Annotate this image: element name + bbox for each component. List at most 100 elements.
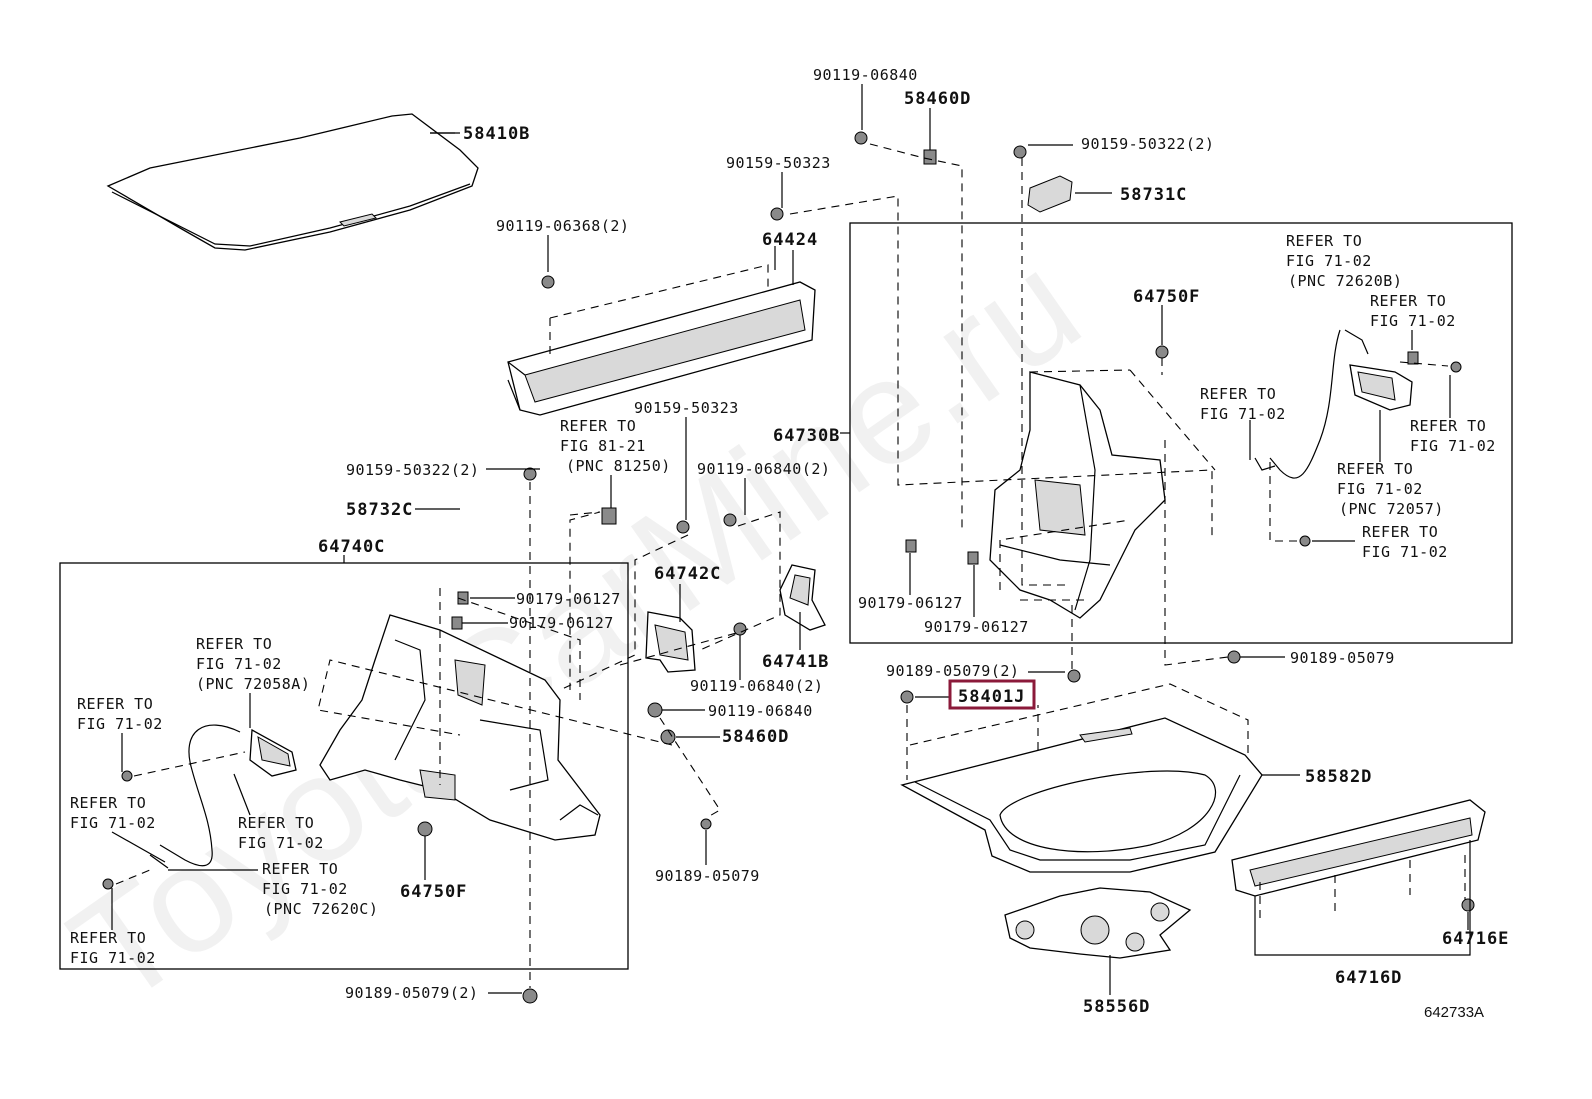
rear-panel-trim-64424	[507, 246, 816, 416]
leader-lines	[111, 84, 1471, 995]
svg-text:REFER TO: REFER TO	[77, 695, 153, 713]
screw-90119-06840-low	[733, 622, 747, 636]
screw-90119-06840-mid	[723, 513, 737, 527]
label-64716E: 64716E	[1442, 929, 1509, 949]
svg-text:REFER TO: REFER TO	[70, 929, 146, 947]
svg-text:REFER TO: REFER TO	[1200, 385, 1276, 403]
note-left-b: REFER TO FIG 71-02	[70, 794, 156, 832]
label-90189-05079-2-right: 90189-05079(2)	[886, 662, 1019, 680]
label-58731C: 58731C	[1120, 185, 1187, 205]
label-90119-06840-low: 90119-06840	[708, 702, 813, 720]
tonneau-cover-58410B	[106, 113, 479, 251]
svg-text:REFER TO: REFER TO	[1362, 523, 1438, 541]
note-right-72620B: REFER TO FIG 71-02 (PNC 72620B)	[1286, 232, 1402, 290]
svg-text:(PNC 72620B): (PNC 72620B)	[1288, 272, 1402, 290]
clip-90189-05079-2-right	[1067, 669, 1081, 683]
clip-90179-06127-b	[451, 616, 463, 630]
note-left-72058A: REFER TO FIG 71-02 (PNC 72058A)	[196, 635, 310, 693]
label-90159-50323-top: 90159-50323	[726, 154, 831, 172]
svg-text:REFER TO: REFER TO	[1337, 460, 1413, 478]
label-58556D: 58556D	[1083, 997, 1150, 1017]
svg-text:(PNC 72057): (PNC 72057)	[1339, 500, 1444, 518]
svg-text:REFER TO: REFER TO	[238, 814, 314, 832]
figure-code: 642733A	[1424, 1004, 1484, 1021]
cap-58731C	[1027, 175, 1073, 213]
refer-notes: REFER TO FIG 81-21 (PNC 81250) REFER TO …	[70, 232, 1496, 967]
svg-text:FIG 81-21: FIG 81-21	[560, 437, 646, 455]
label-90179-06127-b: 90179-06127	[509, 614, 614, 632]
svg-text:FIG 71-02: FIG 71-02	[196, 655, 282, 673]
clip-90189-05079-bottom	[522, 988, 538, 1004]
svg-text:FIG 71-02: FIG 71-02	[1370, 312, 1456, 330]
svg-text:(PNC 81250): (PNC 81250)	[566, 457, 671, 475]
svg-text:FIG 71-02: FIG 71-02	[70, 949, 156, 967]
label-90119-06368-2: 90119-06368(2)	[496, 217, 629, 235]
left-lamp-cable-assembly	[149, 724, 297, 869]
label-64750F-low: 64750F	[400, 882, 467, 902]
clip-64750F-top	[1155, 345, 1169, 359]
label-58460D-low: 58460D	[722, 727, 789, 747]
label-90189-05079-low: 90189-05079	[655, 867, 760, 885]
label-58460D-top: 58460D	[904, 89, 971, 109]
svg-text:FIG 71-02: FIG 71-02	[1337, 480, 1423, 498]
highlight-box-58401J	[948, 679, 1036, 710]
label-58582D: 58582D	[1305, 767, 1372, 787]
clip-90179-06127-c	[905, 539, 917, 553]
svg-text:REFER TO: REFER TO	[1286, 232, 1362, 250]
nut-58460D-top	[923, 149, 937, 165]
lamp-cable-assembly	[1254, 329, 1419, 479]
svg-text:REFER TO: REFER TO	[560, 417, 636, 435]
label-90119-06840-top: 90119-06840	[813, 66, 918, 84]
part-labels: 58410B 90119-06368(2) 90159-50323 64424 …	[318, 66, 1509, 1021]
label-64741B: 64741B	[762, 652, 829, 672]
svg-text:(PNC 72058A): (PNC 72058A)	[196, 675, 310, 693]
label-64742C: 64742C	[654, 564, 721, 584]
bracket-64742C	[645, 611, 696, 673]
screw-left-a	[121, 770, 133, 782]
clip-90189-05079-low	[700, 818, 712, 830]
svg-text:REFER TO: REFER TO	[1370, 292, 1446, 310]
label-90189-05079-right: 90189-05079	[1290, 649, 1395, 667]
clip-90189-05079-right	[1227, 650, 1241, 664]
note-left-c: REFER TO FIG 71-02	[238, 814, 323, 852]
label-64716D: 64716D	[1335, 968, 1402, 988]
screw-90119-06840-top	[854, 131, 868, 145]
label-90159-50323-mid: 90159-50323	[634, 399, 739, 417]
note-left-a: REFER TO FIG 71-02	[77, 695, 162, 733]
note-right-c: REFER TO FIG 71-02	[1410, 417, 1496, 455]
label-90159-50322-2-top: 90159-50322(2)	[1081, 135, 1214, 153]
svg-text:FIG 71-02: FIG 71-02	[262, 880, 348, 898]
svg-text:FIG 71-02: FIG 71-02	[1200, 405, 1286, 423]
note-left-72620C: REFER TO FIG 71-02 (PNC 72620C)	[262, 860, 378, 918]
svg-text:FIG 71-02: FIG 71-02	[70, 814, 156, 832]
note-right-b: REFER TO FIG 71-02	[1200, 385, 1286, 423]
note-right-72057: REFER TO FIG 71-02 (PNC 72057)	[1337, 460, 1444, 518]
clip-64716E	[1461, 898, 1475, 912]
svg-text:FIG 71-02: FIG 71-02	[1362, 543, 1448, 561]
label-58732C: 58732C	[346, 500, 413, 520]
clip-58401J	[900, 690, 914, 704]
screw-right-a	[1450, 361, 1462, 373]
label-90119-06840-2-mid: 90119-06840(2)	[697, 460, 830, 478]
trunk-floor-58582D	[900, 717, 1263, 873]
clip-90179-06127-d	[967, 551, 979, 565]
spare-tire-spacer-58556D	[1004, 887, 1192, 959]
bracket-64741B	[779, 564, 826, 631]
label-64740C: 64740C	[318, 537, 385, 557]
note-right-a: REFER TO FIG 71-02	[1370, 292, 1456, 330]
note-right-d: REFER TO FIG 71-02	[1362, 523, 1448, 561]
sill-trim-64716D	[1231, 799, 1486, 897]
label-90179-06127-a: 90179-06127	[516, 590, 621, 608]
label-64750F-top: 64750F	[1133, 287, 1200, 307]
svg-text:FIG 71-02: FIG 71-02	[1410, 437, 1496, 455]
label-64730B: 64730B	[773, 426, 840, 446]
right-side-trim-64730B	[989, 371, 1166, 619]
label-90189-05079-2-bottom: 90189-05079(2)	[345, 984, 478, 1002]
svg-text:(PNC 72620C): (PNC 72620C)	[264, 900, 378, 918]
label-90119-06840-2-low: 90119-06840(2)	[690, 677, 823, 695]
svg-text:REFER TO: REFER TO	[196, 635, 272, 653]
label-90159-50322-2-mid: 90159-50322(2)	[346, 461, 479, 479]
clip-64750F-low	[417, 821, 433, 837]
